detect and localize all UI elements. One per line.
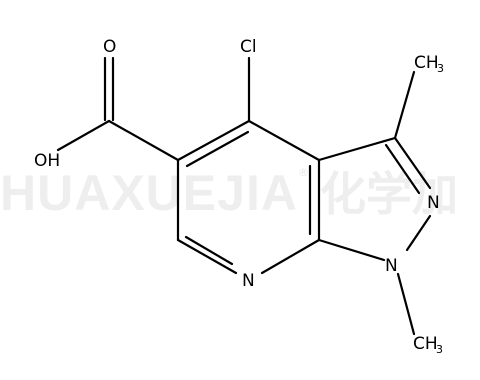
pyrazole-n1-label: N <box>385 256 398 276</box>
watermark-chinese-text: 化学加 <box>320 167 458 221</box>
methyl-top-subscript: 3 <box>437 62 444 75</box>
pyridine-n7-label: N <box>242 271 255 291</box>
c3-methyl-bond <box>393 70 416 140</box>
c3a-c3-bond <box>317 136 397 162</box>
watermark: HUAXUEJIA ® 化学加 <box>0 165 458 221</box>
watermark-registered-mark: ® <box>298 166 309 179</box>
hydroxyl-label: OH <box>34 151 60 171</box>
pyrazole-n2-label: N <box>427 193 440 213</box>
carboxyl-ring-bond <box>107 119 180 162</box>
c5-c4-bond <box>176 119 251 162</box>
c7a-n7-bond <box>260 238 321 275</box>
n7-c6-bond <box>176 238 238 275</box>
c3-n2-inner-bond <box>384 143 421 195</box>
c-oh-bond <box>56 119 111 152</box>
n1-c7a-bond <box>317 238 386 262</box>
watermark-text: HUAXUEJIA <box>0 165 298 221</box>
c4-c3a-bond <box>247 119 321 162</box>
chlorine-label: Cl <box>240 37 257 57</box>
c3-n2-bond <box>393 136 432 190</box>
methyl-top-label: CH <box>414 53 439 73</box>
n1-methyl-bond <box>396 272 416 336</box>
oxygen-carbonyl-label: O <box>103 37 116 57</box>
n7-c6-inner-bond <box>184 235 234 266</box>
bonds <box>56 56 432 336</box>
c5-c4-inner-bond <box>185 130 250 168</box>
methyl-bottom-subscript: 3 <box>436 343 443 356</box>
atom-labels: O OH Cl CH 3 N N N CH 3 <box>34 37 444 356</box>
methyl-bottom-label: CH <box>413 334 438 354</box>
n2-n1-bond <box>405 214 432 252</box>
